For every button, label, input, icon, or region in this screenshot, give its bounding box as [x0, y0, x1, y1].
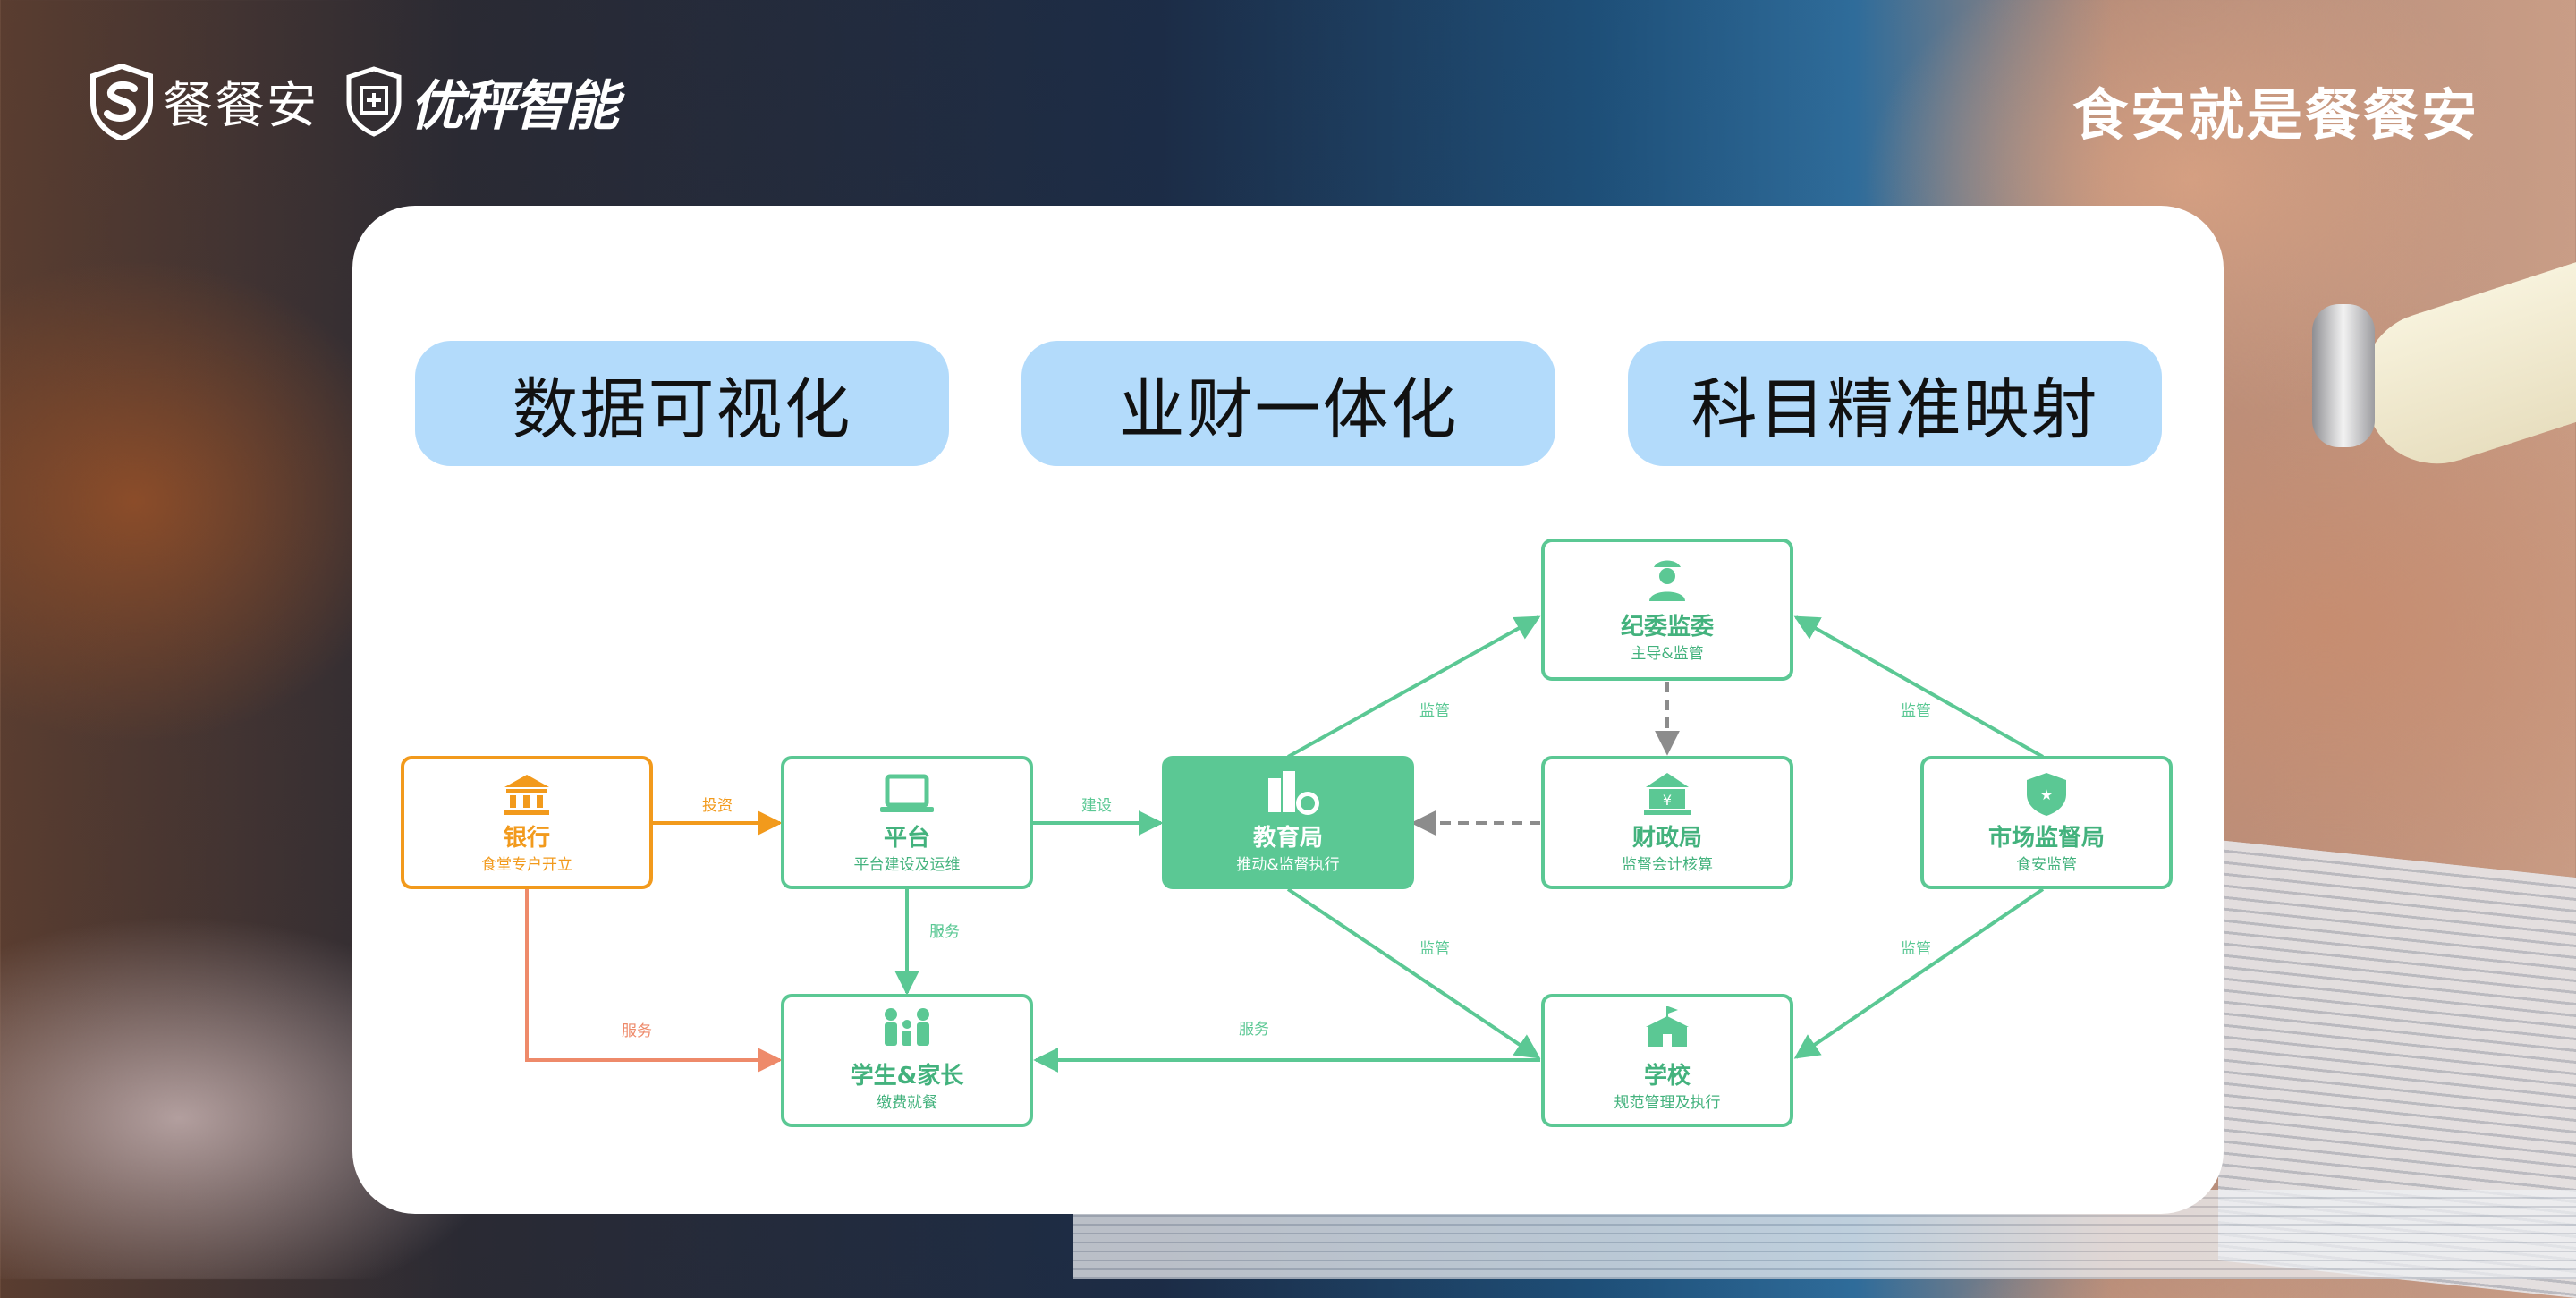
scale-shield-logo-icon: [346, 65, 402, 137]
node-students: 学生&家长 缴费就餐: [781, 994, 1033, 1127]
edge-market-school: 监管: [1793, 887, 2045, 1059]
node-finance: ¥ 财政局 监督会计核算: [1541, 756, 1793, 889]
node-education-title: 教育局: [1253, 824, 1323, 852]
node-platform: 平台 平台建设及运维: [781, 756, 1033, 889]
edge-label-supervise-discipline: 监管: [1419, 702, 1450, 720]
edge-education-discipline: 监管: [1287, 615, 1541, 759]
government-building-icon: [1268, 771, 1319, 815]
node-school-subtitle: 规范管理及执行: [1614, 1094, 1721, 1112]
edge-education-school: 监管: [1286, 887, 1541, 1059]
feature-pill-account-mapping: 科目精准映射: [1628, 341, 2162, 466]
stakeholder-flow-diagram: 投资 建设 服务 服务 服务 监管 监管 监管: [401, 539, 2173, 1127]
node-market-title: 市场监督局: [1988, 824, 2105, 852]
node-platform-subtitle: 平台建设及运维: [854, 856, 961, 874]
school-icon: [1646, 1006, 1689, 1047]
svg-text:★: ★: [2040, 786, 2053, 803]
node-school: 学校 规范管理及执行: [1541, 994, 1793, 1127]
treasury-icon: ¥: [1644, 773, 1690, 815]
edge-bank-platform: 投资: [651, 797, 783, 836]
police-badge-icon: ★: [2027, 773, 2066, 816]
laptop-icon: [880, 774, 934, 812]
edge-platform-students: 服务: [894, 887, 960, 996]
edge-label-invest: 投资: [702, 797, 733, 815]
edge-market-discipline: 监管: [1793, 615, 2044, 759]
node-discipline: 纪委监委 主导&监管: [1541, 539, 1793, 681]
edge-label-supervise-school: 监管: [1419, 940, 1450, 958]
edge-label-supervise-market-down: 监管: [1901, 940, 1931, 958]
node-education-subtitle: 推动&监督执行: [1236, 856, 1339, 874]
node-discipline-subtitle: 主导&监管: [1631, 645, 1703, 663]
edge-label-supervise-market-up: 监管: [1901, 702, 1931, 720]
node-bank-subtitle: 食堂专户开立: [481, 856, 572, 874]
background-pen: [2343, 259, 2576, 483]
family-icon: [885, 1008, 929, 1046]
feature-pill-finance-integration: 业财一体化: [1021, 341, 1555, 466]
bank-icon: [504, 775, 549, 815]
edge-label-serve-bank: 服务: [622, 1022, 652, 1040]
brand-header: 餐餐安 优秤智能: [89, 63, 619, 140]
node-bank-title: 银行: [504, 824, 550, 852]
slogan: 食安就是餐餐安: [2072, 82, 2479, 148]
node-education: 教育局 推动&监督执行: [1162, 756, 1414, 889]
content-card: 数据可视化 业财一体化 科目精准映射 投资 建设: [352, 206, 2224, 1214]
node-finance-subtitle: 监督会计核算: [1622, 856, 1713, 874]
background-ring: [2312, 304, 2375, 447]
node-finance-title: 财政局: [1632, 824, 1702, 852]
node-bank: 银行 食堂专户开立: [401, 756, 653, 889]
shield-logo-icon: [90, 63, 153, 140]
node-discipline-title: 纪委监委: [1621, 613, 1714, 641]
node-students-subtitle: 缴费就餐: [877, 1094, 937, 1112]
node-market-subtitle: 食安监管: [2016, 856, 2077, 874]
edge-label-build: 建设: [1081, 797, 1112, 815]
edge-bank-students: 服务: [525, 887, 783, 1073]
edge-label-serve-school: 服务: [1239, 1021, 1269, 1039]
edge-school-students: 服务: [1033, 1021, 1540, 1073]
node-students-title: 学生&家长: [851, 1062, 965, 1090]
edge-platform-education: 建设: [1032, 797, 1164, 836]
brand-primary-text: 餐餐安: [163, 77, 318, 135]
node-platform-title: 平台: [884, 824, 930, 852]
svg-text:¥: ¥: [1663, 792, 1672, 809]
node-school-title: 学校: [1644, 1062, 1691, 1090]
edge-label-serve-platform: 服务: [929, 923, 960, 941]
officer-icon: [1649, 560, 1685, 601]
brand-secondary: 优秤智能: [345, 63, 619, 140]
node-market: ★ 市场监督局 食安监管: [1920, 756, 2173, 889]
feature-pill-visualization: 数据可视化: [415, 341, 949, 466]
brand-secondary-text: 优秤智能: [410, 75, 619, 138]
